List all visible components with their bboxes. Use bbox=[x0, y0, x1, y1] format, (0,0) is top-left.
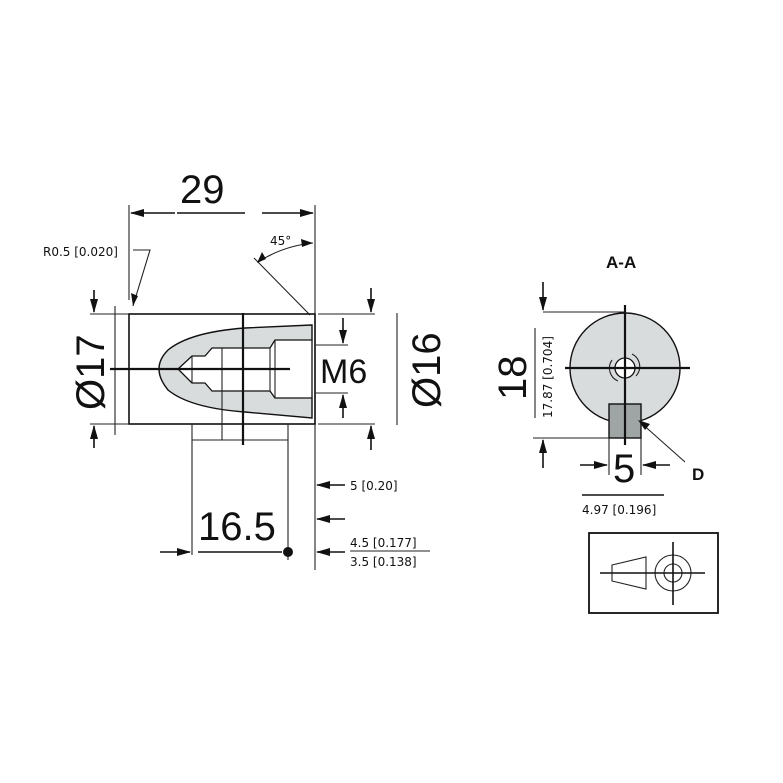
section-height: 18 bbox=[491, 356, 535, 401]
outer-diameter: Ø17 bbox=[69, 334, 113, 410]
key-width: 5 bbox=[613, 447, 635, 491]
side-view: 29 R0.5 [0.020] 45° Ø17 bbox=[43, 168, 449, 570]
section-view: A-A 18 17.87 [0.704] 5 D 4.97 [0.196] bbox=[491, 253, 704, 517]
chamfer-angle: 45° bbox=[270, 234, 291, 248]
radius-note: R0.5 [0.020] bbox=[43, 245, 118, 259]
key-label: D bbox=[692, 465, 704, 484]
section-title: A-A bbox=[606, 253, 636, 272]
depth-note: 5 [0.20] bbox=[350, 479, 398, 493]
tolerance-upper: 4.5 [0.177] bbox=[350, 536, 417, 550]
thread-size: M6 bbox=[320, 353, 367, 391]
tolerance-lower: 3.5 [0.138] bbox=[350, 555, 417, 569]
length-dimension: 29 bbox=[180, 168, 225, 212]
face-diameter: Ø16 bbox=[405, 332, 449, 408]
key-width-note: 4.97 [0.196] bbox=[582, 503, 656, 517]
projection-symbol bbox=[588, 532, 719, 614]
section-height-note: 17.87 [0.704] bbox=[541, 336, 555, 418]
offset-length: 16.5 bbox=[198, 505, 276, 549]
